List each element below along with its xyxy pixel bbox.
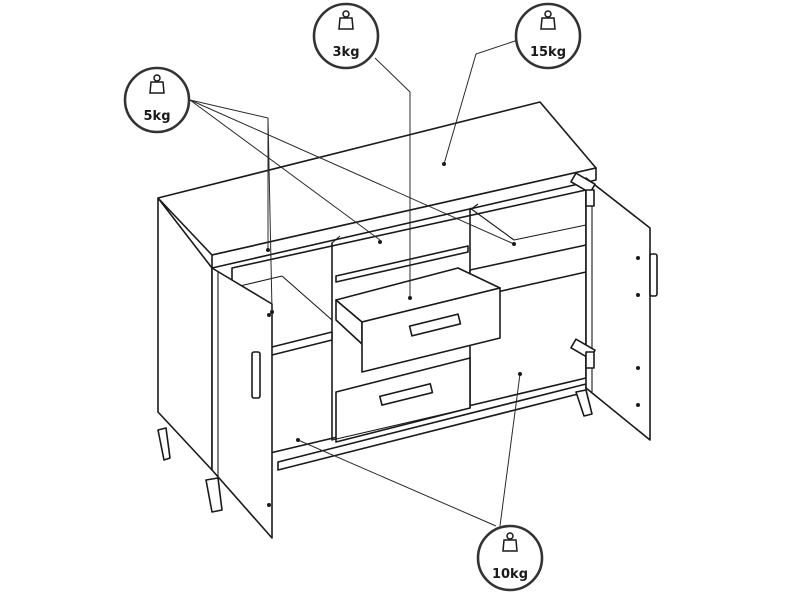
weight-icon <box>149 74 165 94</box>
right-door <box>585 177 651 441</box>
badge-3kg: 3kg <box>312 2 380 70</box>
badge-label-15kg: 15kg <box>530 45 566 60</box>
badge-10kg: 10kg <box>476 524 544 592</box>
badge-15kg: 15kg <box>514 2 582 70</box>
lower-drawer-handle <box>379 383 434 406</box>
sideboard-illustration <box>157 101 658 539</box>
leader-lines <box>189 39 522 527</box>
leg-front-left <box>205 477 223 513</box>
badge-5kg: 5kg <box>123 66 191 134</box>
leg-back-right <box>575 389 593 417</box>
left-door <box>211 267 273 539</box>
badge-label-5kg: 5kg <box>144 109 171 124</box>
top-front-edge <box>211 167 597 269</box>
weight-icon <box>338 10 354 30</box>
weight-icon <box>540 10 556 30</box>
leg-back-left <box>157 427 171 461</box>
upper-drawer-handle <box>408 313 462 337</box>
left-door-handle <box>251 351 261 399</box>
badge-label-3kg: 3kg <box>333 45 360 60</box>
hinge-bottom <box>570 338 596 369</box>
middle-shelf <box>335 245 469 283</box>
right-door-handle <box>649 253 658 297</box>
badge-label-10kg: 10kg <box>492 567 528 582</box>
hinge-top <box>570 172 596 207</box>
weight-icon <box>502 532 518 552</box>
